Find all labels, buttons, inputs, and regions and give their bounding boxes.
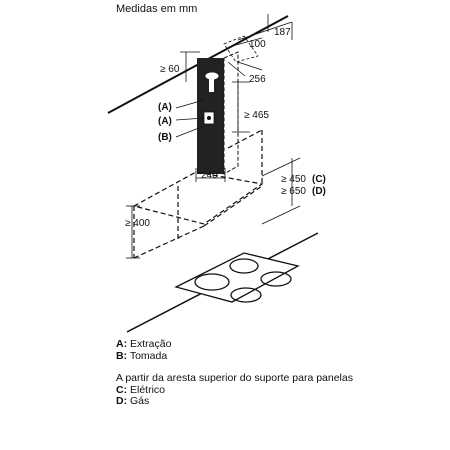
- dim-187: 187: [274, 27, 291, 38]
- marker-b: (B): [158, 132, 172, 143]
- legend-item: A: Extração: [116, 338, 172, 350]
- dimension-lines: [126, 14, 301, 259]
- dim-240: 240: [201, 170, 218, 181]
- dim-450: ≥ 450: [281, 174, 306, 185]
- dim-650: ≥ 650: [281, 186, 306, 197]
- dim-465: ≥ 465: [244, 110, 269, 121]
- dim-100: 100: [249, 39, 266, 50]
- notes-item: C: Elétrico: [116, 383, 166, 396]
- notes: A partir da aresta superior do suporte p…: [116, 372, 416, 408]
- marker-a1: (A): [158, 102, 172, 113]
- marker-c: (C): [312, 174, 326, 185]
- notes-intro: A partir da aresta superior do suporte p…: [116, 372, 353, 384]
- cooktop: [174, 252, 300, 303]
- dim-400: ≥ 400: [125, 218, 150, 229]
- legend: A: Extração B: Tomada: [116, 338, 171, 362]
- notes-item: D: Gás: [116, 395, 150, 407]
- diagram-title: Medidas em mm: [116, 3, 198, 15]
- dim-60: ≥ 60: [160, 64, 180, 75]
- marker-a2: (A): [158, 116, 172, 127]
- legend-item: B: Tomada: [116, 350, 168, 362]
- dim-256: 256: [249, 74, 266, 85]
- mount-bracket: [223, 35, 259, 63]
- chimney: [197, 51, 239, 175]
- hood-body: [132, 129, 264, 259]
- marker-d: (D): [312, 186, 326, 197]
